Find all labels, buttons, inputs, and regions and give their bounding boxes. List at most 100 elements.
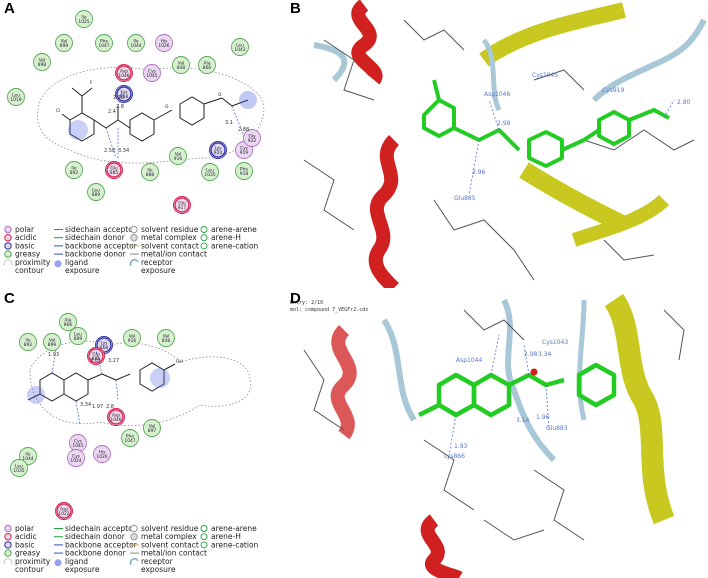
svg-text:Cl: Cl (56, 108, 60, 114)
residue-name: His (99, 450, 107, 456)
legend-solvent-contact: solvent contact (130, 540, 199, 549)
distance-label: 2.58 (104, 148, 115, 154)
panel-d-ligand (417, 362, 617, 418)
legend-arene-cation: arene-cation (200, 540, 259, 549)
residue-name: Asp (60, 507, 68, 513)
residue-asp-1046: Asp1046 (115, 64, 133, 82)
legend-metal-complex: metal complex (130, 532, 197, 541)
residue-name: Leu (236, 43, 244, 49)
residue-number: 918 (240, 171, 249, 177)
residue-number: 889 (74, 336, 83, 342)
legend-text: basic (15, 540, 34, 549)
residue-name: Cys (148, 69, 157, 75)
residue-asp-1046: Asp1046 (107, 408, 125, 426)
legend-greasy: greasy (4, 250, 41, 259)
residue-number: 1044 (130, 43, 141, 49)
residue-number: 1045 (72, 443, 83, 449)
legend-text: contour (15, 565, 45, 574)
legend-text: metal complex (141, 233, 197, 242)
panel-b-label: B (290, 0, 301, 17)
legend-arene-h: arene-H (200, 233, 241, 242)
legend-text: arene-arene (211, 225, 257, 234)
legend-arene-h: arene-H (200, 532, 241, 541)
legend-contour: proximity (3, 258, 51, 267)
legend-text: arene-cation (211, 540, 259, 549)
distance-label: 2.98 (497, 120, 511, 127)
distance-label: 1.96 (536, 414, 550, 421)
legend-text: exposure (141, 565, 176, 574)
distance-label: 2.79 (113, 95, 124, 101)
residue-name: Ile (25, 338, 31, 344)
beta-sheet (479, 2, 626, 67)
legend-text: proximity (15, 557, 51, 566)
residue-number: 868 (120, 94, 129, 100)
legend-metal-complex: metal complex (130, 233, 197, 242)
residue-number: 899 (60, 43, 69, 49)
legend-none: contour (15, 565, 45, 574)
beta-sheet (604, 293, 675, 525)
helix-ribbon (368, 135, 400, 288)
legend-text: backbone acceptor (65, 241, 138, 250)
legend-none: exposure (65, 565, 100, 574)
coil (381, 318, 417, 422)
panel-a-interaction-map: Ile1025Val899Phe1047Ile1044His1026Val848… (7, 10, 265, 214)
residue-number: 1035 (204, 172, 215, 178)
legend-text: arene-H (211, 233, 241, 242)
legend-text: arene-cation (211, 241, 259, 250)
legend-text: sidechain donor (65, 233, 126, 242)
residue-name: Cys (74, 439, 83, 445)
panel-c-label: C (4, 290, 15, 307)
residue-number: 885 (110, 170, 119, 176)
residue-number: 892 (24, 342, 33, 348)
residue-name: Cys (72, 454, 81, 460)
residue-name: Ile (71, 166, 77, 172)
distance-label: 3.34 (118, 148, 129, 154)
svg-text:O: O (218, 92, 222, 98)
panel-a-residues: Ile1025Val899Phe1047Ile1044His1026Val848… (7, 10, 261, 214)
distance-label: 3.01 (90, 358, 101, 364)
legend-text: acidic (15, 532, 37, 541)
residue-name: Asp (112, 413, 120, 419)
legend-ligand-exposure: ligand (54, 557, 88, 567)
residue-name: Ile (25, 452, 31, 458)
legend-polar: polar (4, 225, 35, 234)
legend-basic: basic (4, 241, 34, 250)
legend-text: polar (15, 524, 35, 533)
residue-number: 916 (174, 156, 183, 162)
residue-name: Asp (120, 69, 128, 75)
legend-arene-cation: arene-cation (200, 241, 259, 250)
legend-text: sidechain donor (65, 532, 126, 541)
panel-c-ligand (27, 362, 176, 402)
legend-text: basic (15, 241, 34, 250)
distance-label: 3.34 (80, 402, 91, 408)
legend-text: metal/ion contact (141, 250, 207, 259)
legend-text: exposure (141, 266, 176, 275)
residue-number: 1024 (70, 458, 81, 464)
residue-name: Ile (133, 39, 139, 45)
residue-number: 1019 (10, 97, 21, 103)
residue-name: Cys (240, 146, 249, 152)
proximity-contour (29, 340, 251, 427)
legend-text: exposure (65, 266, 100, 275)
distance-label: 2.4 (108, 109, 116, 115)
panel-a-label: A (4, 0, 15, 17)
legend-text: sidechain acceptor (65, 524, 137, 533)
residue-number: 1026 (96, 454, 107, 460)
legend-text: contour (15, 266, 45, 275)
residue-number: 866 (64, 322, 73, 328)
